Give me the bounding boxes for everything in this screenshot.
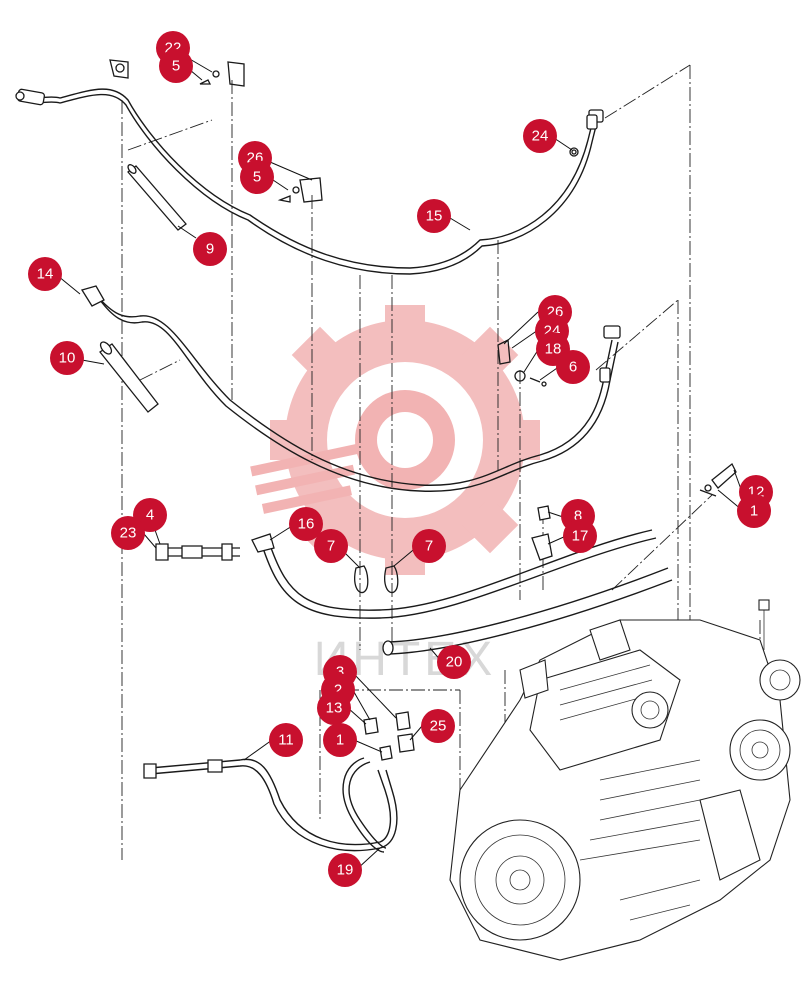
fitting-group-lower [363,711,415,761]
callout-circle [437,645,471,679]
callout-5a: 5 [159,49,193,83]
callout-circle [193,232,227,266]
callout-circle [737,494,771,528]
callout-circle [111,516,145,550]
callout-label: 5 [172,58,180,75]
callout-circle [323,723,357,757]
callout-circle [328,853,362,887]
clamps-7 [354,565,399,594]
callout-label: 23 [120,525,137,542]
clamp-cluster-mid [497,338,547,387]
callout-label: 13 [326,700,343,717]
callout-1a: 1 [737,494,771,528]
callout-label: 24 [532,128,549,145]
callout-label: 17 [572,528,589,545]
callout-15: 15 [417,199,451,233]
callout-label: 19 [337,862,354,879]
callout-label: 9 [206,241,214,258]
callout-label: 8 [574,508,582,525]
callout-circle [269,723,303,757]
hose-11 [143,758,398,852]
hose-16 [155,529,657,619]
hose-19 [342,757,387,853]
callout-circle [28,257,62,291]
callout-17: 17 [563,519,597,553]
callout-circle [317,691,351,725]
callout-circle [289,507,323,541]
callout-9: 9 [193,232,227,266]
callout-circle [556,350,590,384]
callout-7b: 7 [412,529,446,563]
engine-assembly [449,599,801,961]
callout-circle [412,529,446,563]
callout-5b: 5 [240,160,274,194]
callout-circle [523,119,557,153]
callout-label: 4 [146,507,154,524]
part-10-sleeve [99,341,159,413]
callout-circle [240,160,274,194]
callout-10: 10 [50,341,84,375]
callout-label: 20 [446,654,463,671]
callout-7a: 7 [314,529,348,563]
upper-bracket-parts [109,59,579,203]
callout-label: 6 [569,359,577,376]
callout-label: 15 [426,208,443,225]
callout-circle [421,709,455,743]
callout-label: 11 [278,732,294,749]
callout-label: 7 [425,538,433,555]
callout-24a: 24 [523,119,557,153]
hose-20 [382,567,673,656]
part-9-sleeve [127,164,187,231]
callout-23: 23 [111,516,145,550]
callout-label: 25 [430,718,447,735]
callout-19: 19 [328,853,362,887]
callout-label: 14 [37,266,54,283]
callout-label: 16 [298,516,315,533]
callout-circle [50,341,84,375]
callout-1b: 1 [323,723,357,757]
callout-label: 3 [336,664,344,681]
parts-8-17 [531,505,553,561]
callout-20: 20 [437,645,471,679]
callout-14: 14 [28,257,62,291]
hose-15 [15,88,604,275]
callout-6: 6 [556,350,590,384]
callout-circle [159,49,193,83]
callout-circle [563,519,597,553]
callout-25: 25 [421,709,455,743]
callout-11: 11 [269,723,303,757]
callout-label: 1 [750,503,758,520]
callout-label: 7 [327,538,335,555]
fitting-12 [699,462,737,497]
callout-label: 18 [545,341,562,358]
hose-14 [80,285,621,492]
callout-label: 10 [59,350,76,367]
callout-13: 13 [317,691,351,725]
callout-circle [417,199,451,233]
callout-label: 5 [253,169,261,186]
callout-circle [314,529,348,563]
callout-16: 16 [289,507,323,541]
callout-label: 1 [336,732,344,749]
callout-label: 2 [334,682,342,699]
